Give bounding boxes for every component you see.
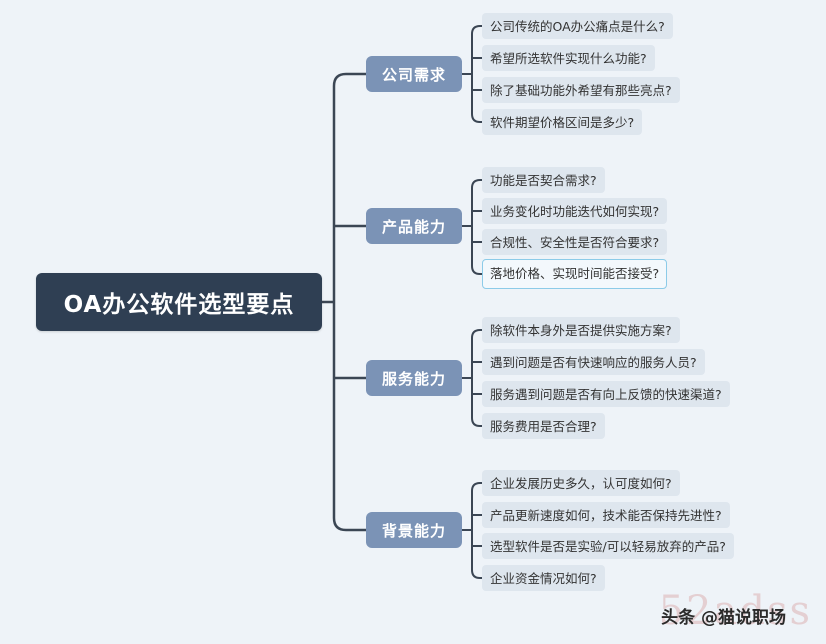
topic-company-needs-1[interactable]: 公司传统的OA办公痛点是什么? [482, 13, 673, 39]
watermark: 52adss [658, 588, 812, 634]
topic-service-capability-4[interactable]: 服务费用是否合理? [482, 413, 605, 439]
topic-service-capability-3[interactable]: 服务遇到问题是否有向上反馈的快速渠道? [482, 381, 730, 407]
topic-company-needs-3[interactable]: 除了基础功能外希望有那些亮点? [482, 77, 680, 103]
root-spine [332, 72, 347, 532]
topic-company-needs-4[interactable]: 软件期望价格区间是多少? [482, 109, 643, 135]
topic-service-capability-1[interactable]: 除软件本身外是否提供实施方案? [482, 317, 680, 343]
topic-background-capability-2[interactable]: 产品更新速度如何，技术能否保持先进性? [482, 502, 730, 528]
topic-product-capability-4[interactable]: 落地价格、实现时间能否接受? [482, 259, 668, 289]
topic-product-capability-3[interactable]: 合规性、安全性是否符合要求? [482, 229, 668, 255]
topic-product-capability-2[interactable]: 业务变化时功能迭代如何实现? [482, 198, 668, 224]
source-credit: 头条 @猫说职场 [661, 608, 786, 628]
topic-background-capability-1[interactable]: 企业发展历史多久，认可度如何? [482, 470, 680, 496]
branch-3-spine [471, 329, 481, 427]
root-topic[interactable]: OA办公软件选型要点 [36, 273, 322, 331]
branch-1-spine [471, 25, 481, 123]
topic-product-capability-1[interactable]: 功能是否契合需求? [482, 167, 605, 193]
branch-2-spine [471, 179, 481, 275]
branch-background-capability[interactable]: 背景能力 [366, 512, 462, 548]
topic-background-capability-3[interactable]: 选型软件是否是实验/可以轻易放弃的产品? [482, 533, 734, 559]
topic-company-needs-2[interactable]: 希望所选软件实现什么功能? [482, 45, 655, 71]
topic-background-capability-4[interactable]: 企业资金情况如何? [482, 565, 605, 591]
branch-4-spine [471, 482, 481, 579]
branch-product-capability[interactable]: 产品能力 [366, 208, 462, 244]
branch-company-needs[interactable]: 公司需求 [366, 56, 462, 92]
branch-service-capability[interactable]: 服务能力 [366, 360, 462, 396]
topic-service-capability-2[interactable]: 遇到问题是否有快速响应的服务人员? [482, 349, 705, 375]
